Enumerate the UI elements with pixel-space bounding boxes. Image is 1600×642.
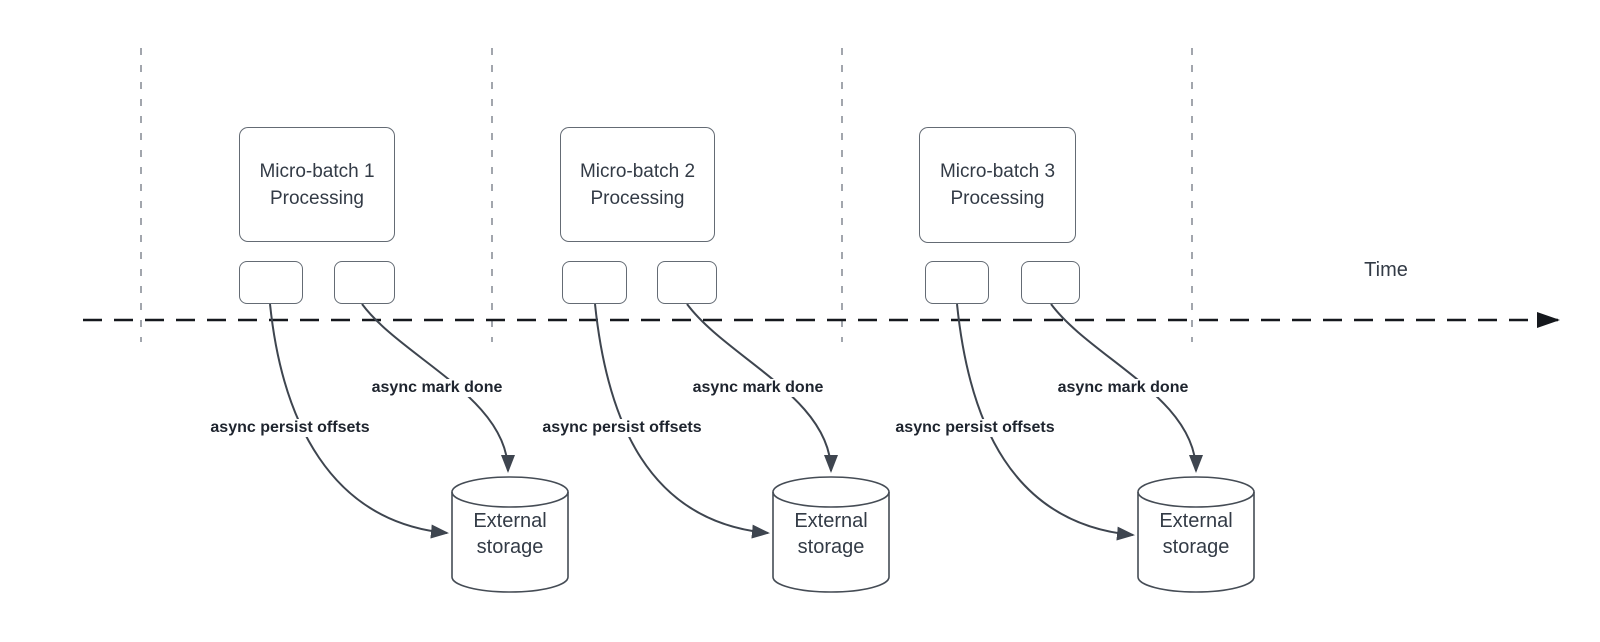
sub-task-box-persist (239, 261, 303, 304)
micro-batch-label: Micro-batch 1 Processing (259, 160, 375, 209)
micro-batch-3-box: Micro-batch 3 Processing (919, 127, 1076, 243)
sub-task-box-persist (925, 261, 989, 304)
external-storage-cylinder (451, 476, 569, 593)
mark-done-label: async mark done (1055, 379, 1191, 397)
time-label: Time (1364, 259, 1408, 281)
sub-task-box-done (334, 261, 395, 304)
storage-label: External storage (473, 510, 547, 558)
micro-batch-label: Micro-batch 2 Processing (579, 160, 696, 209)
storage-label: External storage (1159, 510, 1233, 558)
persist-offsets-label: async persist offsets (208, 419, 372, 437)
mark-done-label: async mark done (690, 379, 826, 397)
external-storage-cylinder (772, 476, 890, 593)
sub-task-box-persist (562, 261, 627, 304)
persist-offsets-arrow (956, 303, 1135, 541)
micro-batch-1-box: Micro-batch 1 Processing (239, 127, 395, 242)
micro-batch-2-box: Micro-batch 2 Processing (560, 127, 715, 242)
sub-task-box-done (657, 261, 717, 304)
storage-label: External storage (794, 510, 868, 558)
persist-offsets-label: async persist offsets (540, 419, 704, 437)
mark-done-label: async mark done (369, 379, 505, 397)
micro-batch-label: Micro-batch 3 Processing (939, 161, 1056, 209)
sub-task-box-done (1021, 261, 1080, 304)
persist-offsets-arrow (269, 303, 449, 539)
persist-offsets-label: async persist offsets (893, 419, 1057, 437)
persist-offsets-arrow (594, 303, 770, 539)
external-storage-cylinder (1137, 476, 1255, 593)
